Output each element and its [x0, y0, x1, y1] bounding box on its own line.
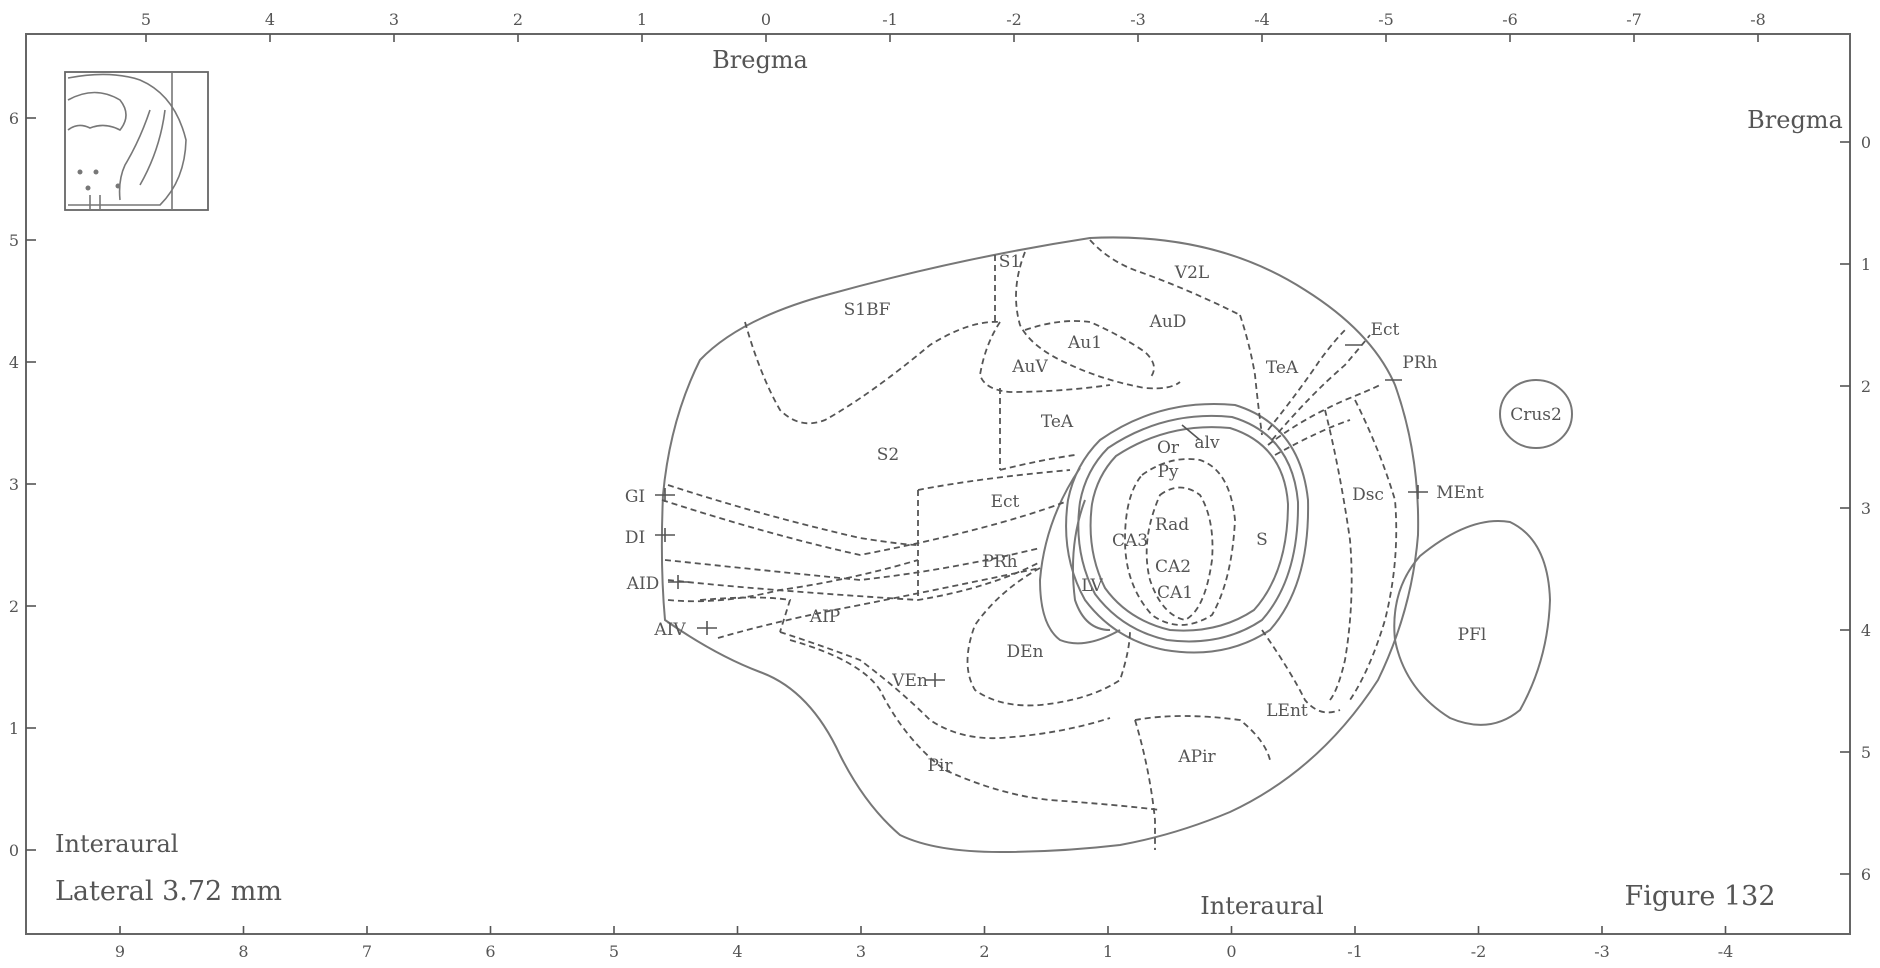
right-axis-tick-label: 2 — [1861, 377, 1871, 396]
region-boundaries — [662, 240, 1396, 850]
region-rad: Rad — [1155, 515, 1189, 535]
top-axis-tick-label: 1 — [637, 10, 647, 29]
region-prh-mid: PRh — [982, 552, 1017, 572]
region-ven: VEn — [891, 671, 928, 691]
right-axis-tick-label: 0 — [1861, 133, 1871, 152]
region-ca3: CA3 — [1112, 531, 1148, 551]
right-axis: 0 1 2 3 4 5 6 — [1840, 133, 1871, 884]
region-crus2: Crus2 — [1510, 405, 1562, 425]
region-pfl: PFl — [1458, 625, 1487, 645]
region-aid: AID — [626, 574, 660, 594]
bottom-axis-tick-label: -2 — [1471, 942, 1487, 961]
bottom-axis-tick-label: 7 — [362, 942, 372, 961]
plate-frame — [26, 34, 1850, 934]
region-prh-right: PRh — [1402, 353, 1437, 373]
top-axis-tick-label: 5 — [141, 10, 151, 29]
top-axis-tick-label: 2 — [513, 10, 523, 29]
bottom-axis-tick-label: 5 — [609, 942, 619, 961]
left-axis-tick-label: 4 — [9, 353, 19, 372]
region-s: S — [1256, 530, 1268, 550]
bottom-axis-tick-label: 9 — [115, 942, 125, 961]
top-axis-tick-label: -8 — [1750, 10, 1766, 29]
section-outline — [662, 237, 1418, 852]
interaural-left-label: Interaural — [55, 830, 178, 858]
top-axis-tick-label: -6 — [1502, 10, 1518, 29]
region-s2: S2 — [877, 445, 899, 465]
left-axis-tick-label: 2 — [9, 597, 19, 616]
figure-label: Figure 132 — [1624, 881, 1775, 912]
bottom-axis-tick-label: -3 — [1594, 942, 1610, 961]
region-tea-upper: TeA — [1266, 358, 1299, 378]
region-aiv: AIV — [653, 620, 686, 640]
region-aud: AuD — [1149, 312, 1187, 332]
section-thumbnail — [65, 72, 208, 210]
bregma-right-label: Bregma — [1747, 106, 1843, 134]
left-axis-tick-label: 0 — [9, 841, 19, 860]
region-s1: S1 — [999, 252, 1021, 272]
top-axis-tick-label: -5 — [1378, 10, 1394, 29]
bottom-axis-tick-label: 0 — [1226, 942, 1236, 961]
region-apir: APir — [1177, 747, 1216, 767]
bottom-axis-tick-label: 3 — [856, 942, 866, 961]
region-ment: MEnt — [1436, 483, 1484, 503]
region-py: Py — [1157, 462, 1178, 482]
left-axis-tick-label: 3 — [9, 475, 19, 494]
region-den: DEn — [1007, 642, 1044, 662]
top-axis: 5 4 3 2 1 0 -1 -2 -3 -4 -5 -6 -7 -8 — [141, 10, 1766, 42]
region-lv: LV — [1081, 576, 1103, 596]
right-axis-tick-label: 5 — [1861, 743, 1871, 762]
region-alv: alv — [1194, 433, 1220, 453]
bottom-axis-tick-label: -1 — [1347, 942, 1363, 961]
region-aip: AIP — [809, 607, 840, 627]
top-axis-tick-label: -1 — [882, 10, 898, 29]
top-axis-tick-label: -7 — [1626, 10, 1642, 29]
left-axis-tick-label: 1 — [9, 719, 19, 738]
right-axis-tick-label: 3 — [1861, 499, 1871, 518]
bottom-axis-tick-label: -4 — [1718, 942, 1734, 961]
region-au1: Au1 — [1067, 333, 1102, 353]
right-axis-tick-label: 6 — [1861, 865, 1871, 884]
region-gi: GI — [625, 487, 645, 507]
top-axis-tick-label: 4 — [265, 10, 275, 29]
bottom-axis: 9 8 7 6 5 4 3 2 1 0 -1 -2 -3 -4 — [115, 926, 1733, 961]
label-leaders — [655, 345, 1428, 687]
top-axis-tick-label: 3 — [389, 10, 399, 29]
top-axis-tick-label: -2 — [1006, 10, 1022, 29]
lateral-label: Lateral 3.72 mm — [55, 876, 282, 907]
bottom-axis-tick-label: 1 — [1103, 942, 1113, 961]
region-di: DI — [625, 528, 645, 548]
left-axis-tick-label: 5 — [9, 231, 19, 250]
bottom-axis-tick-label: 6 — [485, 942, 495, 961]
region-auv: AuV — [1011, 357, 1048, 377]
left-axis: 6 5 4 3 2 1 0 — [9, 109, 36, 860]
region-dsc: Dsc — [1352, 485, 1384, 505]
top-axis-tick-label: 0 — [761, 10, 771, 29]
region-or: Or — [1157, 438, 1180, 458]
left-axis-tick-label: 6 — [9, 109, 19, 128]
right-axis-tick-label: 4 — [1861, 621, 1871, 640]
bottom-axis-tick-label: 2 — [979, 942, 989, 961]
bottom-axis-tick-label: 8 — [238, 942, 248, 961]
bregma-top-label: Bregma — [712, 46, 808, 74]
pfl-outline — [1394, 521, 1550, 725]
bottom-axis-tick-label: 4 — [732, 942, 742, 961]
interaural-bottom-label: Interaural — [1200, 892, 1323, 920]
right-axis-tick-label: 1 — [1861, 255, 1871, 274]
top-axis-tick-label: -4 — [1254, 10, 1270, 29]
top-axis-tick-label: -3 — [1130, 10, 1146, 29]
region-lent: LEnt — [1266, 701, 1308, 721]
region-ca1: CA1 — [1157, 583, 1193, 603]
region-ca2: CA2 — [1155, 557, 1191, 577]
region-s1bf: S1BF — [844, 300, 891, 320]
region-ect-right: Ect — [1371, 320, 1400, 340]
region-pir: Pir — [927, 756, 953, 776]
region-v2l: V2L — [1174, 263, 1209, 283]
region-tea-mid: TeA — [1041, 412, 1074, 432]
region-ect-mid: Ect — [991, 492, 1020, 512]
